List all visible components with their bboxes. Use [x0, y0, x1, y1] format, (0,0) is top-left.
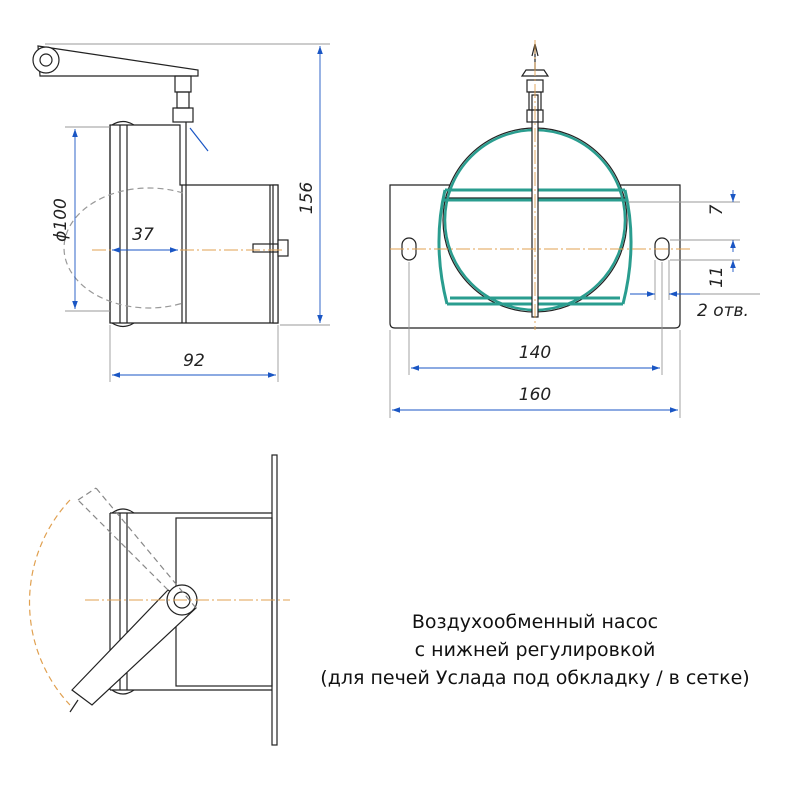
caption-line-2: с нижней регулировкой	[414, 639, 656, 661]
bottom-lever-ghost	[77, 487, 197, 609]
front-centerlines	[390, 40, 690, 330]
side-view	[32, 45, 289, 328]
dim-width-160: 160	[519, 385, 551, 405]
dim-diameter-100: ϕ100	[51, 198, 71, 242]
caption-line-3: (для печей Услада под обкладку / в сетке…	[320, 667, 750, 689]
damper-swing-dashed	[63, 187, 184, 309]
dim-hole-11: 11	[707, 266, 727, 288]
dim-length-92: 92	[183, 351, 205, 371]
bottom-lever	[69, 584, 198, 713]
handle-lever	[32, 45, 199, 77]
dim-height-156: 156	[297, 182, 317, 215]
caption-line-1: Воздухообменный насос	[411, 611, 659, 633]
mount-bolt	[252, 239, 289, 257]
dim-offset-7: 7	[707, 204, 727, 215]
lever-swing-arc	[28, 499, 71, 706]
drawing-caption: Воздухообменный насос с нижней регулиров…	[300, 608, 770, 692]
adjustment-nut	[172, 75, 194, 123]
dim-holes-count: 2 отв.	[697, 301, 749, 321]
front-dimensions	[389, 190, 760, 418]
side-dimensions	[45, 43, 330, 382]
mounting-plate	[389, 184, 681, 329]
flange-plate	[272, 184, 279, 324]
dim-depth-37: 37	[132, 225, 154, 245]
pipe-body	[109, 120, 279, 328]
dim-spacing-140: 140	[519, 343, 551, 363]
